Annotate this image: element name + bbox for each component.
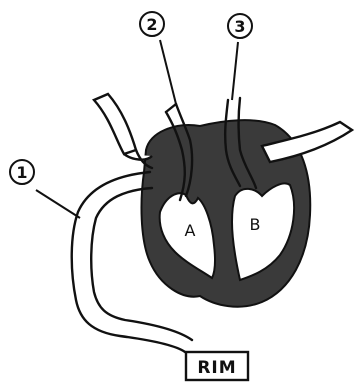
callout-3-leader: [232, 42, 238, 100]
vessel-2-outer: [166, 104, 176, 112]
callout-1-leader: [36, 190, 80, 218]
callout-2-leader: [160, 40, 176, 104]
rim-box-label: RIM: [197, 358, 236, 378]
chamber-a-label: A: [185, 221, 196, 240]
callout-2-label: 2: [146, 15, 157, 34]
vessel-upper-left: [94, 94, 152, 160]
callout-3-label: 3: [234, 17, 245, 36]
callout-1-label: 1: [16, 163, 27, 182]
chamber-b-label: B: [250, 215, 261, 234]
